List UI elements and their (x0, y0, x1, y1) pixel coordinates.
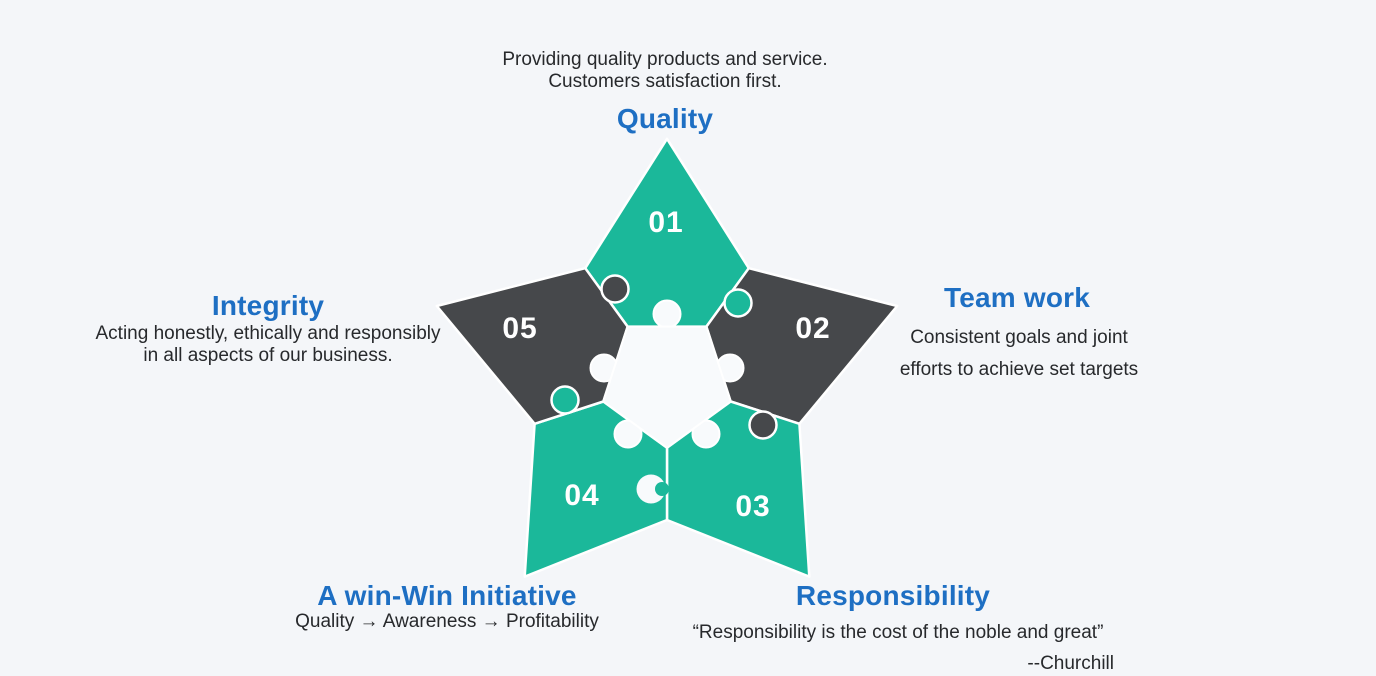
teamwork-description-line1: Consistent goals and joint (910, 327, 1128, 348)
integrity-description-line1: Acting honestly, ethically and responsib… (95, 323, 441, 344)
pentagon-knob-top (652, 299, 682, 329)
knob-02-into-03 (748, 410, 778, 440)
puzzle-piece-05-integrity (435, 266, 629, 426)
knob-01-into-02 (723, 288, 753, 318)
segment-number-01: 01 (648, 206, 683, 239)
segment-number-02: 02 (795, 312, 830, 345)
pentagon-body (602, 325, 732, 449)
responsibility-description: “Responsibility is the cost of the noble… (682, 617, 1114, 676)
integrity-title: Integrity (211, 290, 325, 321)
knob-04-into-05 (550, 385, 580, 415)
knob-05-into-01 (600, 274, 630, 304)
teamwork-description: Consistent goals and joint efforts to ac… (900, 322, 1138, 386)
segment-number-04: 04 (564, 479, 599, 512)
knob-03-into-04 (655, 482, 669, 496)
winwin-title: A win-Win Initiative (317, 580, 577, 611)
quality-description: Providing quality products and service. … (502, 49, 827, 93)
segment-number-03: 03 (735, 490, 770, 523)
integrity-description: Acting honestly, ethically and responsib… (95, 323, 440, 367)
socket-03-04 (636, 474, 666, 504)
quality-title: Quality (616, 103, 714, 134)
quality-description-line2: Customers satisfaction first. (548, 71, 782, 92)
responsibility-quote-author: --Churchill (1027, 653, 1114, 674)
pentagon-center (589, 299, 745, 449)
teamwork-description-line2: efforts to achieve set targets (899, 359, 1139, 380)
quality-description-line1: Providing quality products and service. (502, 49, 828, 70)
teamwork-title: Team work (944, 282, 1090, 313)
responsibility-quote: “Responsibility is the cost of the noble… (692, 622, 1104, 643)
segment-number-05: 05 (502, 312, 537, 345)
responsibility-title: Responsibility (795, 580, 991, 611)
integrity-description-line2: in all aspects of our business. (143, 345, 393, 366)
winwin-description: Quality → Awareness → Profitability (295, 611, 599, 632)
